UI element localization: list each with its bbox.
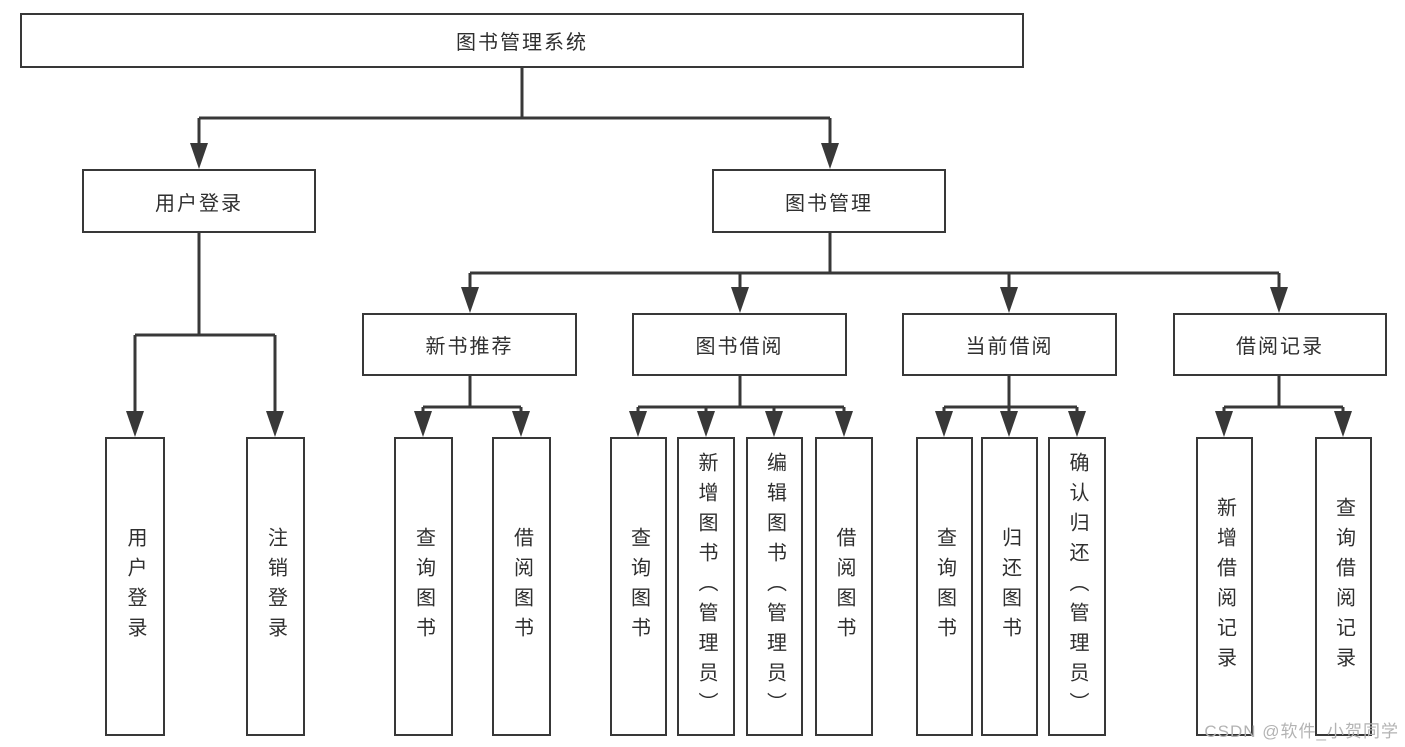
node-leaf-add-books-admin: 新增图书（管理员） [677, 437, 735, 736]
node-leaf-user-login: 用户登录 [105, 437, 165, 736]
node-leaf-query-books-2: 查询图书 [610, 437, 667, 736]
node-leaf-edit-books-admin: 编辑图书（管理员） [746, 437, 803, 736]
node-leaf-return-books: 归还图书 [981, 437, 1038, 736]
node-new-book-recommend: 新书推荐 [362, 313, 577, 376]
node-user-login: 用户登录 [82, 169, 316, 233]
node-leaf-confirm-return-admin: 确认归还（管理员） [1048, 437, 1106, 736]
node-book-borrowing: 图书借阅 [632, 313, 847, 376]
node-leaf-query-borrow-record: 查询借阅记录 [1315, 437, 1372, 736]
node-leaf-borrow-books-1: 借阅图书 [492, 437, 551, 736]
node-borrowing-records: 借阅记录 [1173, 313, 1387, 376]
node-leaf-logout: 注销登录 [246, 437, 305, 736]
node-leaf-add-borrow-record: 新增借阅记录 [1196, 437, 1253, 736]
node-library-system: 图书管理系统 [20, 13, 1024, 68]
node-book-management: 图书管理 [712, 169, 946, 233]
watermark: CSDN @软件_小贺同学 [1204, 722, 1399, 741]
node-leaf-borrow-books-2: 借阅图书 [815, 437, 873, 736]
node-current-borrowing: 当前借阅 [902, 313, 1117, 376]
node-leaf-query-books-1: 查询图书 [394, 437, 453, 736]
node-leaf-query-books-3: 查询图书 [916, 437, 973, 736]
